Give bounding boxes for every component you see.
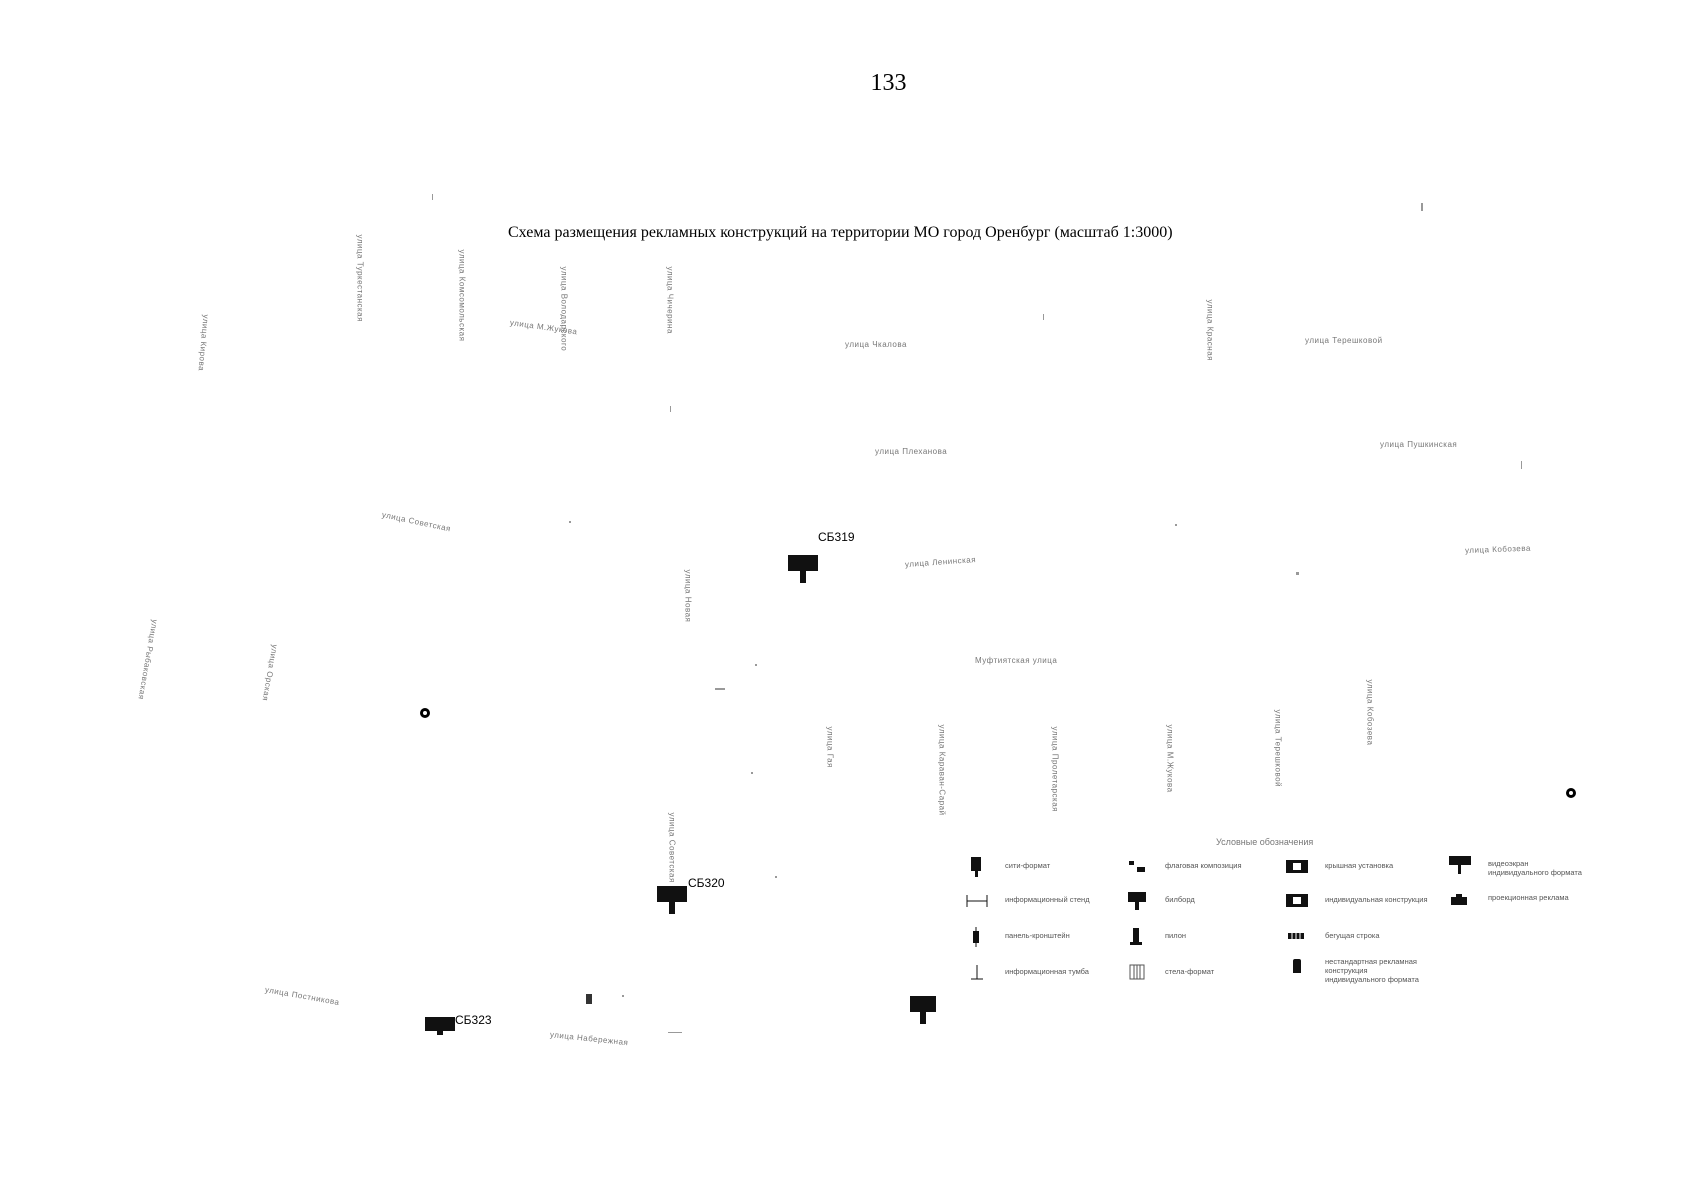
street-label: улица М.Жукова	[1165, 724, 1175, 793]
street-label: улица Постникова	[264, 985, 341, 1008]
billboard-marker-icon[interactable]	[425, 1017, 455, 1035]
legend-item: видеоэкран индивидуального формата	[1448, 855, 1608, 877]
map-title: Схема размещения рекламных конструкций н…	[508, 224, 1173, 241]
street-label: улица Рыбаковская	[136, 618, 160, 701]
map-mark	[1175, 524, 1177, 526]
street-label: улица Терешковой	[1273, 709, 1283, 788]
legend-item: пилон	[1125, 927, 1285, 947]
legend-item: сити-формат	[965, 857, 1125, 877]
legend: сити-формат флаговая композиция крышная …	[960, 853, 1600, 1003]
legend-item: билборд	[1125, 891, 1285, 911]
construction-label-sb323: СБ323	[455, 1013, 492, 1027]
page-number: 133	[870, 70, 907, 96]
legend-title: Условные обозначения	[1216, 837, 1314, 847]
map-mark	[668, 1032, 682, 1033]
circle-marker-icon[interactable]	[418, 706, 432, 720]
ticker-icon	[1288, 933, 1304, 939]
pylon-icon	[1130, 928, 1142, 945]
legend-item: бегущая строка	[1285, 927, 1445, 947]
promo-stand-icon	[1451, 894, 1467, 905]
non-standard-icon	[1293, 959, 1301, 973]
street-label: улица Чкалова	[845, 340, 907, 349]
legend-item: крышная установка	[1285, 857, 1445, 877]
legend-item: проекционная реклама	[1448, 889, 1608, 909]
legend-item: индивидуальная конструкция	[1285, 891, 1445, 911]
construction-label-sb319: СБ319	[818, 530, 855, 544]
street-label: улица Советская	[667, 812, 677, 883]
flag-composition-icon	[1129, 861, 1145, 872]
street-label: улица Терешковой	[1305, 336, 1383, 345]
street-label: улица Ленинская	[904, 555, 977, 569]
street-label: улица Плеханова	[875, 447, 948, 456]
street-label: улица Красная	[1205, 299, 1215, 361]
map-mark	[755, 664, 757, 666]
street-label: улица Орская	[260, 643, 280, 702]
billboard-icon	[1128, 892, 1146, 910]
street-label: улица Кобозева	[1464, 543, 1532, 555]
street-label: улица Гая	[825, 726, 835, 768]
street-label: улица Володарского	[559, 266, 569, 352]
street-label: улица Набережная	[549, 1030, 629, 1048]
map-mark	[670, 406, 671, 412]
map-mark	[715, 688, 725, 690]
legend-item: стела-формат	[1125, 963, 1285, 983]
video-screen-icon	[1449, 856, 1471, 874]
street-label: улица Пушкинская	[1380, 440, 1458, 449]
street-label: улица Кобозева	[1365, 679, 1375, 746]
billboard-marker-icon[interactable]	[657, 886, 687, 914]
individual-construction-icon	[1286, 894, 1308, 907]
stela-icon	[1129, 964, 1145, 980]
info-post-icon	[971, 965, 983, 980]
street-label: Муфтиятская улица	[975, 656, 1058, 665]
street-label: улица Новая	[683, 569, 693, 623]
billboard-marker-icon[interactable]	[910, 996, 936, 1024]
billboard-marker-icon[interactable]	[788, 555, 818, 583]
street-label: улица Комсомольская	[457, 249, 467, 342]
construction-label-sb320: СБ320	[688, 876, 725, 890]
info-stand-icon	[966, 895, 988, 907]
roof-installation-icon	[1286, 860, 1308, 873]
street-label: улица Пролетарская	[1050, 726, 1060, 812]
map-mark	[1043, 314, 1044, 320]
legend-item: панель-кронштейн	[965, 927, 1125, 947]
map-mark	[622, 995, 624, 997]
map-mark	[1521, 461, 1522, 469]
legend-item: информационная тумба	[965, 963, 1125, 983]
street-label: улица Туркестанская	[355, 234, 365, 322]
city-format-icon	[971, 857, 981, 877]
street-label: улица Кирова	[196, 314, 211, 372]
map-mark	[1421, 203, 1423, 211]
legend-item: флаговая композиция	[1125, 857, 1285, 877]
circle-marker-icon[interactable]	[1564, 786, 1578, 800]
map-mark	[1296, 572, 1299, 575]
map-mark	[432, 194, 433, 200]
legend-item: нестандартная рекламная конструкция инди…	[1285, 953, 1445, 984]
map-mark	[751, 772, 753, 774]
legend-item: информационный стенд	[965, 891, 1125, 911]
street-label: улица Советская	[381, 510, 452, 534]
city-format-marker-icon[interactable]	[585, 993, 593, 1005]
panel-bracket-icon	[973, 927, 979, 947]
street-label: улица Чичерина	[665, 266, 675, 334]
map-mark	[775, 876, 777, 878]
street-label: улица Караван-Сарай	[937, 724, 947, 816]
map-mark	[569, 521, 571, 523]
